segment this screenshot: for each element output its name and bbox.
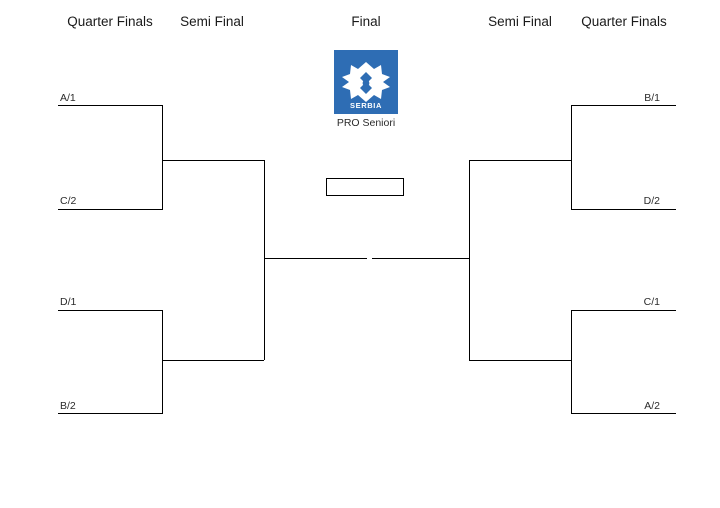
bracket-line-left-qf1-top bbox=[58, 105, 163, 106]
round-header-quarter-finals-left: Quarter Finals bbox=[67, 14, 153, 29]
round-header-quarter-finals-right: Quarter Finals bbox=[581, 14, 667, 29]
slot-label-right-qf1-top: B/1 bbox=[644, 92, 660, 104]
slot-label-right-qf2-top: C/1 bbox=[643, 296, 660, 308]
bracket-connector-left-semi bbox=[264, 160, 265, 360]
bracket-line-right-sf-top bbox=[469, 160, 572, 161]
round-header-semi-final-right: Semi Final bbox=[488, 14, 552, 29]
bracket-line-right-qf2-top bbox=[571, 310, 676, 311]
bracket-line-right-qf2-bottom bbox=[571, 413, 676, 414]
bracket-line-right-qf1-bottom bbox=[571, 209, 676, 210]
slot-label-right-qf2-bottom: A/2 bbox=[644, 400, 660, 412]
slot-label-left-qf1-top: A/1 bbox=[60, 92, 76, 104]
slot-label-right-qf1-bottom: D/2 bbox=[643, 195, 660, 207]
bracket-line-right-final-feed bbox=[372, 258, 470, 259]
round-header-final: Final bbox=[351, 14, 381, 29]
bracket-line-left-qf1-bottom bbox=[58, 209, 163, 210]
bracket-line-right-sf-bottom bbox=[469, 360, 572, 361]
slot-label-left-qf2-bottom: B/2 bbox=[60, 400, 76, 412]
bracket-connector-left-qf2 bbox=[162, 310, 163, 414]
bracket-connector-right-semi bbox=[469, 160, 470, 360]
round-header-semi-final-left: Semi Final bbox=[180, 14, 244, 29]
bracket-line-left-final-feed bbox=[264, 258, 367, 259]
slot-label-left-qf2-top: D/1 bbox=[60, 296, 77, 308]
tournament-logo-caption: PRO Seniori bbox=[336, 117, 396, 129]
bracket-line-left-qf2-bottom bbox=[58, 413, 163, 414]
bracket-connector-right-qf1 bbox=[571, 105, 572, 210]
bracket-line-left-sf-bottom bbox=[162, 360, 264, 361]
bracket-line-left-qf2-top bbox=[58, 310, 163, 311]
final-winner-box[interactable] bbox=[326, 178, 404, 196]
slot-label-left-qf1-bottom: C/2 bbox=[60, 195, 77, 207]
svg-text:SERBIA: SERBIA bbox=[350, 101, 382, 110]
tournament-logo-block: SERBIA PRO Seniori bbox=[334, 50, 398, 130]
serbia-federation-logo-icon: SERBIA bbox=[334, 50, 398, 114]
bracket-line-right-qf1-top bbox=[571, 105, 676, 106]
bracket-connector-right-qf2 bbox=[571, 310, 572, 414]
bracket-line-left-sf-top bbox=[162, 160, 264, 161]
bracket-connector-left-qf1 bbox=[162, 105, 163, 210]
